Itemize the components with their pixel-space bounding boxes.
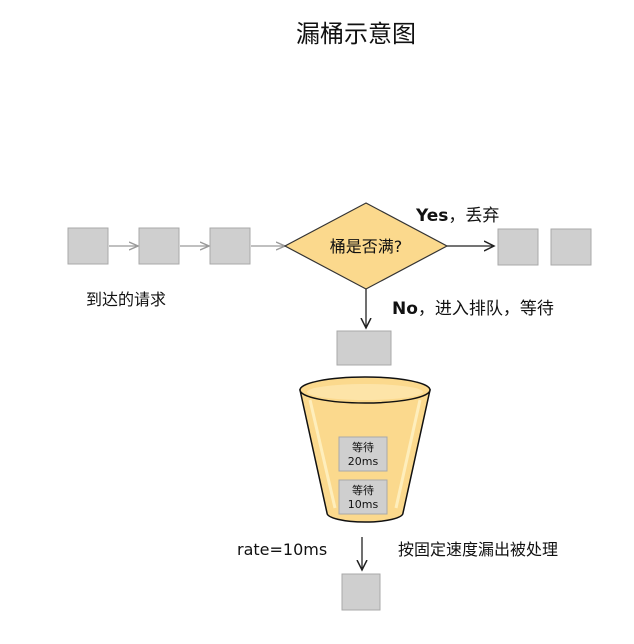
yes-label: Yes，丢弃 [415, 206, 499, 226]
bucket-item-20ms-line1: 等待 [352, 440, 374, 454]
no-label: No，进入排队，等待 [392, 299, 554, 319]
incoming-requests-label: 到达的请求 [86, 290, 166, 309]
request-box-1 [67, 227, 109, 265]
discarded-box-2 [550, 228, 592, 266]
request-box-2 [138, 227, 180, 265]
rate-label: rate=10ms [237, 540, 327, 559]
queued-request-box [336, 330, 392, 366]
bucket-item-10ms [338, 479, 388, 515]
diagram-title: 漏桶示意图 [296, 20, 416, 48]
process-label: 按固定速度漏出被处理 [398, 540, 558, 559]
no-text: ，进入排队，等待 [418, 299, 554, 319]
yes-text: ，丢弃 [448, 206, 499, 226]
bucket-rim-inner [307, 384, 423, 400]
bucket-item-10ms-line1: 等待 [352, 483, 374, 497]
bucket-inner-wall [308, 399, 422, 509]
yes-prefix: Yes [415, 206, 448, 226]
discarded-box-1 [497, 228, 539, 266]
bucket-item-20ms [338, 436, 388, 472]
request-box-3 [209, 227, 251, 265]
decision-label: 桶是否满? [330, 237, 403, 256]
no-prefix: No [392, 299, 418, 319]
bucket-item-20ms-line2: 20ms [348, 455, 379, 468]
processed-request-box [341, 573, 381, 611]
bucket-item-10ms-line2: 10ms [348, 498, 379, 511]
